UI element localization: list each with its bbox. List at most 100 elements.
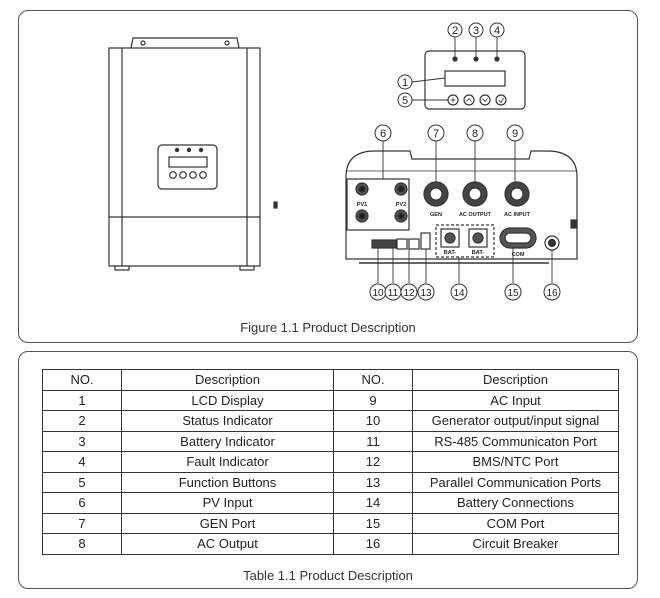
lcd-display: [444, 70, 506, 87]
cell-description: Status Indicator: [121, 410, 334, 432]
table-panel: NO. Description NO. Description 1 LCD Di…: [18, 351, 638, 589]
callout-14: 14: [450, 283, 468, 301]
cell-no: 8: [42, 533, 122, 555]
table-caption: Table 1.1 Product Description: [243, 568, 413, 583]
enlarged-display-panel: [424, 50, 526, 110]
svg-text:8: 8: [472, 128, 478, 140]
table-row: 8 AC Output 16 Circuit Breaker: [42, 533, 619, 555]
cell-no: 15: [333, 512, 413, 534]
svg-text:9: 9: [512, 128, 518, 140]
cell-no: 7: [42, 512, 122, 534]
callout-6: 6: [374, 124, 392, 142]
battery-indicator-led: [473, 56, 479, 62]
header-no-left: NO.: [42, 369, 122, 391]
function-button-2: [463, 94, 475, 106]
cell-description: LCD Display: [121, 389, 334, 411]
callout-10: 10: [369, 283, 387, 301]
cell-description: RS-485 Communicaton Port: [412, 430, 619, 452]
pv2-label: PV2: [396, 202, 406, 208]
table-header-row: NO. Description NO. Description: [42, 369, 619, 391]
bat-minus-left-label: BAT-: [444, 250, 457, 256]
svg-text:12: 12: [403, 288, 415, 299]
ac-output-label: AC OUTPUT: [459, 212, 492, 218]
figure-caption: Figure 1.1 Product Description: [240, 320, 416, 335]
cell-no: 2: [42, 410, 122, 432]
cell-description: Battery Indicator: [121, 430, 334, 452]
table-row: 6 PV Input 14 Battery Connections: [42, 492, 619, 514]
product-illustration: PV1 PV2 GEN AC OUTPUT AC INPUT BAT- BAT-…: [108, 22, 578, 301]
bat-minus-right-label: BAT-: [472, 250, 485, 256]
callout-leaders: [377, 37, 553, 283]
callout-16: 16: [543, 283, 561, 301]
callout-3: 3: [468, 22, 484, 38]
table-row: 4 Fault Indicator 12 BMS/NTC Port: [42, 451, 619, 473]
svg-text:6: 6: [380, 128, 386, 140]
svg-text:11: 11: [388, 288, 399, 299]
svg-text:3: 3: [473, 25, 479, 37]
callout-13: 13: [417, 283, 435, 301]
cell-no: 14: [333, 492, 413, 514]
cell-no: 9: [333, 389, 413, 411]
cell-no: 4: [42, 451, 122, 473]
cell-description: AC Output: [121, 533, 334, 555]
status-indicator-led: [452, 56, 458, 62]
gen-label: GEN: [430, 212, 442, 218]
cell-no: 5: [42, 471, 122, 493]
svg-text:13: 13: [420, 288, 432, 299]
product-description-table: NO. Description NO. Description 1 LCD Di…: [42, 369, 619, 555]
function-button-4: [495, 94, 507, 106]
callout-8: 8: [466, 124, 484, 142]
callout-9: 9: [506, 124, 524, 142]
cell-description: GEN Port: [121, 512, 334, 534]
cell-description: Battery Connections: [412, 492, 619, 514]
callout-11: 11: [384, 283, 402, 301]
callout-2: 2: [447, 22, 463, 38]
callout-15: 15: [504, 283, 522, 301]
svg-text:1: 1: [402, 77, 408, 89]
function-button-3: [479, 94, 491, 106]
cell-description: Generator output/input signal: [412, 410, 619, 432]
callout-1: 1: [397, 74, 413, 90]
header-description-left: Description: [121, 369, 334, 391]
table-row: 3 Battery Indicator 11 RS-485 Communicat…: [42, 430, 619, 452]
fault-indicator-led: [494, 56, 500, 62]
figure-panel: PV1 PV2 GEN AC OUTPUT AC INPUT BAT- BAT-…: [18, 10, 638, 343]
svg-text:16: 16: [546, 288, 558, 299]
header-description-right: Description: [412, 369, 619, 391]
ac-input-label: AC INPUT: [504, 212, 531, 218]
svg-text:14: 14: [453, 288, 465, 299]
table-row: 7 GEN Port 15 COM Port: [42, 512, 619, 534]
table-row: 2 Status Indicator 10 Generator output/i…: [42, 410, 619, 432]
svg-text:5: 5: [402, 95, 408, 107]
svg-text:10: 10: [372, 288, 384, 299]
callout-4: 4: [489, 22, 505, 38]
inverter-bottom-view: [345, 150, 578, 264]
cell-no: 12: [333, 451, 413, 473]
cell-description: AC Input: [412, 389, 619, 411]
svg-text:15: 15: [507, 288, 519, 299]
cell-description: Function Buttons: [121, 471, 334, 493]
cell-description: Fault Indicator: [121, 451, 334, 473]
com-label: COM: [512, 252, 525, 258]
cell-description: COM Port: [412, 512, 619, 534]
cell-no: 6: [42, 492, 122, 514]
cell-no: 16: [333, 533, 413, 555]
cell-no: 3: [42, 430, 122, 452]
svg-text:4: 4: [494, 25, 500, 37]
cell-no: 1: [42, 389, 122, 411]
cell-description: BMS/NTC Port: [412, 451, 619, 473]
table-row: 5 Function Buttons 13 Parallel Communica…: [42, 471, 619, 493]
cell-description: Parallel Communication Ports: [412, 471, 619, 493]
callout-7: 7: [427, 124, 445, 142]
pv1-label: PV1: [357, 202, 367, 208]
table-row: 1 LCD Display 9 AC Input: [42, 389, 619, 411]
front-display-panel: [157, 144, 218, 190]
cell-description: Circuit Breaker: [412, 533, 619, 555]
cell-no: 13: [333, 471, 413, 493]
cell-no: 11: [333, 430, 413, 452]
svg-text:2: 2: [452, 25, 458, 37]
callout-5: 5: [397, 92, 413, 108]
cell-no: 10: [333, 410, 413, 432]
svg-text:7: 7: [433, 128, 439, 140]
callout-12: 12: [400, 283, 418, 301]
